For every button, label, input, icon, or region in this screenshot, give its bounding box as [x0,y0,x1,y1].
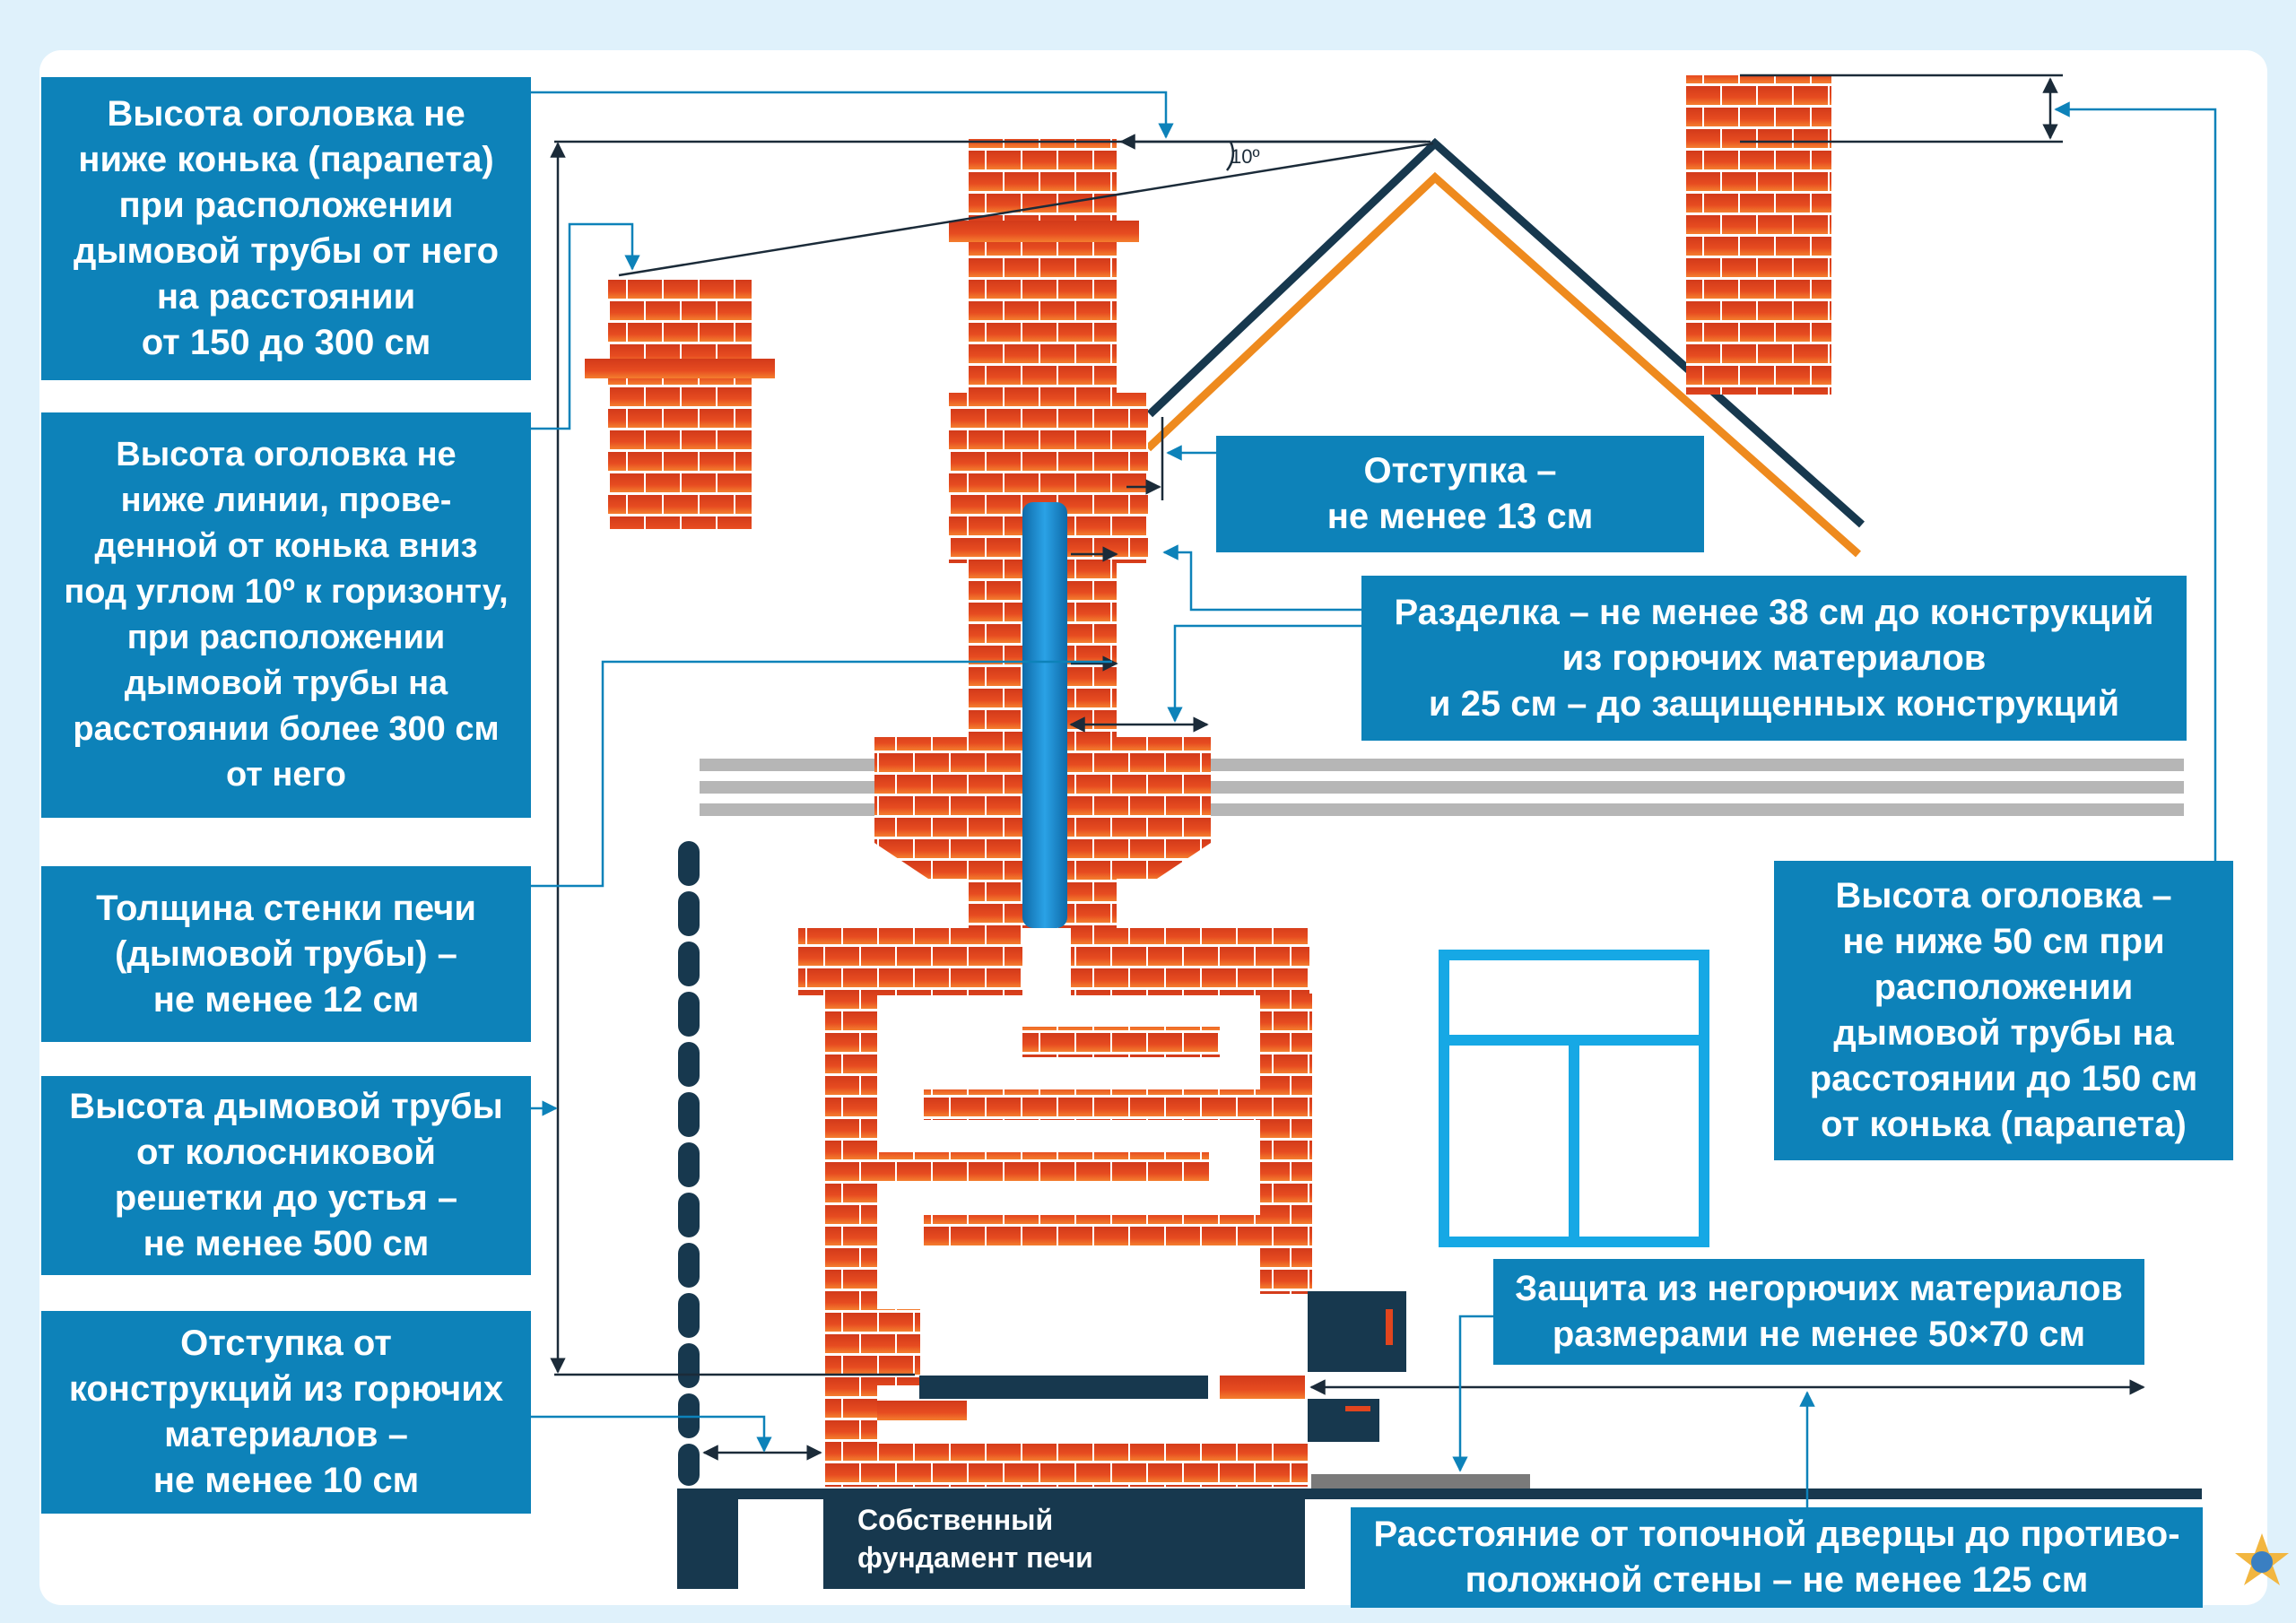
roof-main [1144,137,1865,558]
box-height-50: Высота оголовка – не ниже 50 см при расп… [1774,861,2233,1160]
box-offset-13: Отступка – не менее 13 см [1216,436,1704,552]
box-wall-thickness: Толщина стенки печи (дымовой трубы) – не… [41,866,531,1042]
dimension-lines [550,74,2145,1461]
chimney-left [585,278,775,529]
box-angle-line: Высота оголовка не ниже линии, прове- де… [41,412,531,818]
chimney-main [874,139,1211,928]
box-offset-combustible: Отступка от конструкций из горючих матер… [41,1311,531,1514]
leader-lines [531,91,2217,1507]
box-door-distance: Расстояние от топочной дверцы до противо… [1351,1507,2203,1608]
foundation-label: Собственный фундамент печи [857,1504,1093,1574]
stove-body [798,928,1406,1487]
angle-label: 10º [1231,145,1260,168]
box-chimney-height: Высота дымовой трубы от колосниковой реш… [41,1076,531,1275]
window [1439,950,1709,1247]
logo-icon [2235,1533,2289,1585]
box-parapet-150-300: Высота оголовка не ниже конька (парапета… [41,77,531,380]
foundation [677,1474,2202,1589]
box-protection: Защита из негорючих материалов размерами… [1493,1259,2144,1365]
box-razdelka: Разделка – не менее 38 см до конструкций… [1361,576,2187,741]
chimney-right [1686,75,1831,395]
